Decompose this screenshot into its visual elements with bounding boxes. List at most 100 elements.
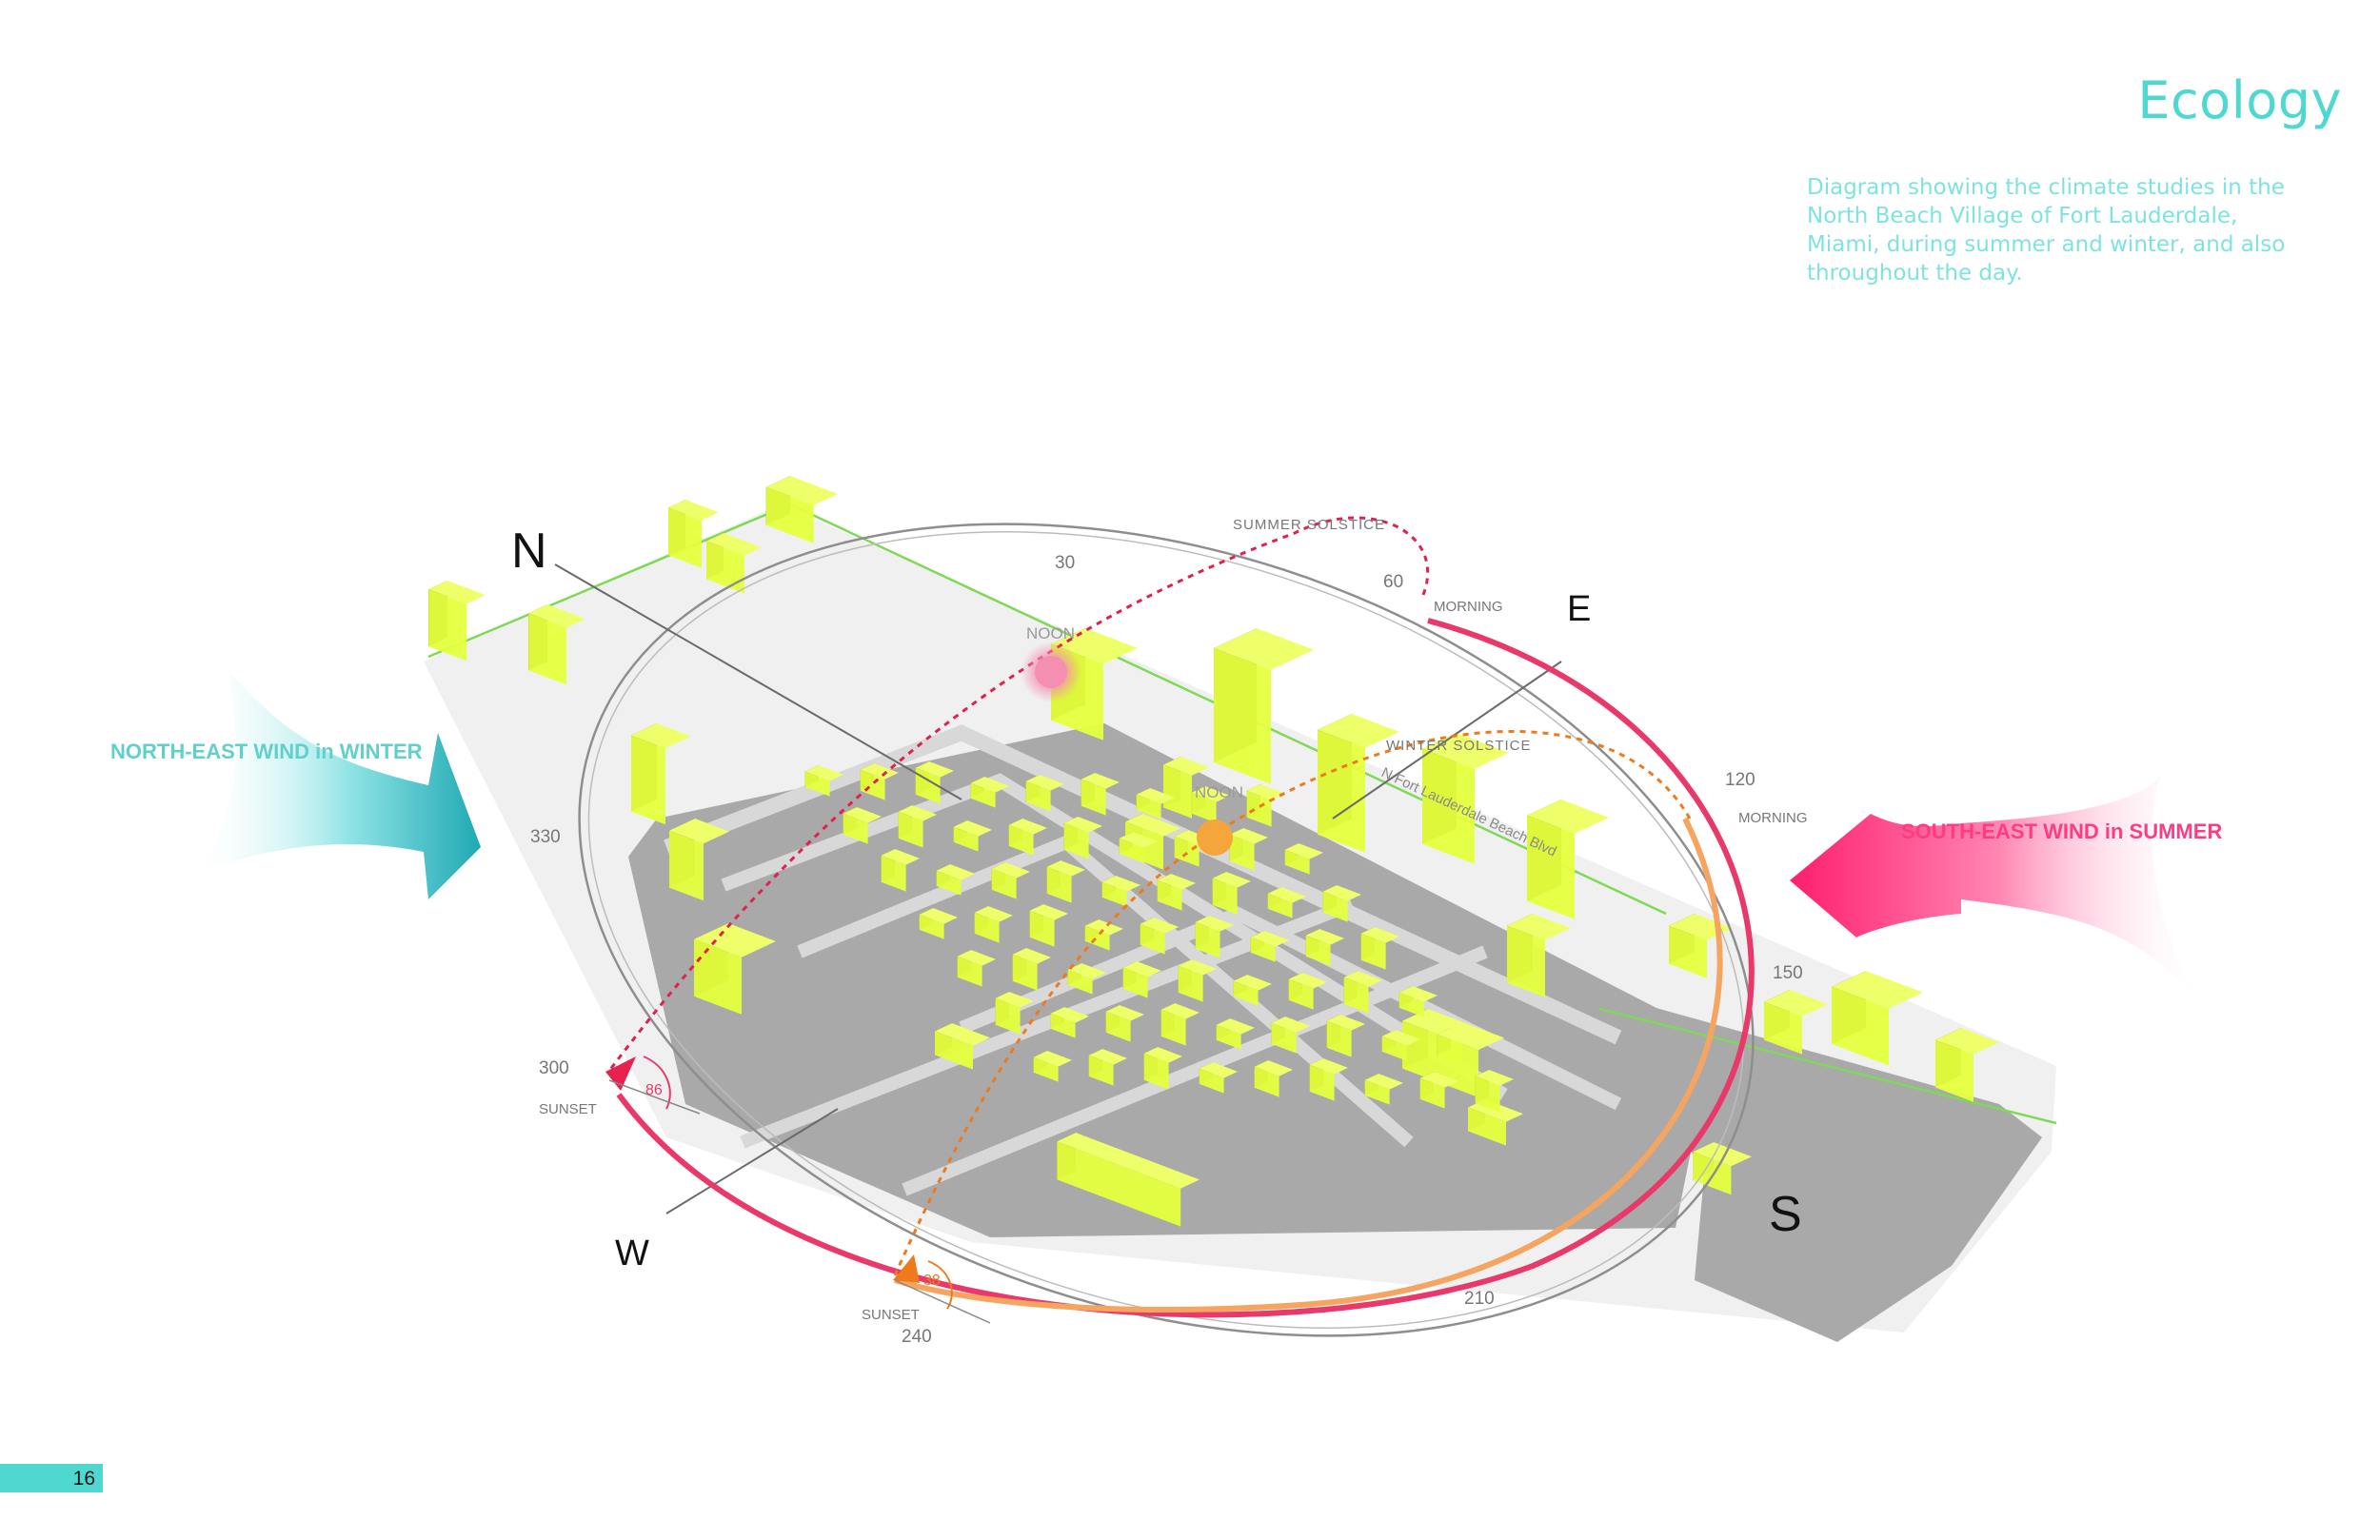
building-face bbox=[1364, 1079, 1390, 1105]
building-roof bbox=[804, 765, 843, 781]
east-axis-line bbox=[1332, 661, 1562, 819]
building-face bbox=[1343, 977, 1369, 1014]
building-roof bbox=[1063, 817, 1102, 833]
building-roof bbox=[1214, 628, 1314, 670]
degree-label: 60 bbox=[1383, 572, 1403, 592]
building-face bbox=[1402, 1020, 1478, 1097]
description-line: Diagram showing the climate studies in t… bbox=[1807, 175, 2285, 200]
building-face bbox=[1195, 921, 1220, 958]
building-roof bbox=[974, 906, 1013, 922]
building-face bbox=[957, 956, 982, 987]
building-face bbox=[1475, 1076, 1500, 1113]
building-roof bbox=[1288, 973, 1327, 989]
winter-sunset-arrow bbox=[893, 1254, 920, 1283]
building-face bbox=[1229, 834, 1255, 871]
building-face bbox=[1284, 849, 1310, 875]
page-description: Diagram showing the climate studies in t… bbox=[1807, 173, 2307, 287]
building-face bbox=[919, 914, 944, 939]
building-roof bbox=[1284, 843, 1323, 859]
winter-sunset-label: SUNSET bbox=[862, 1307, 920, 1323]
winter-sun-path bbox=[894, 817, 1723, 1313]
building-face bbox=[1063, 822, 1089, 859]
building-roof bbox=[1081, 773, 1120, 789]
building-face bbox=[881, 855, 906, 892]
compass-west-label: W bbox=[615, 1234, 649, 1273]
building-face bbox=[668, 507, 702, 568]
building-roof bbox=[936, 864, 975, 880]
building-roof bbox=[1271, 1017, 1310, 1033]
building-roof bbox=[1507, 914, 1571, 940]
building-roof bbox=[765, 476, 838, 505]
building-face bbox=[1233, 980, 1259, 1006]
summer-sunset-arrow bbox=[605, 1056, 636, 1091]
building-face bbox=[1309, 1064, 1335, 1101]
building-face bbox=[1214, 648, 1271, 784]
building-face bbox=[1250, 937, 1276, 962]
building-face bbox=[1136, 794, 1161, 819]
building-roof bbox=[1343, 971, 1382, 987]
building-roof bbox=[1216, 1018, 1255, 1035]
building-face bbox=[1246, 790, 1272, 827]
description-line: throughout the day. bbox=[1807, 261, 2023, 286]
building-face bbox=[1381, 1036, 1407, 1061]
building-roof bbox=[843, 807, 882, 823]
building-roof bbox=[1475, 1070, 1514, 1086]
building-roof bbox=[428, 581, 486, 604]
building-face bbox=[1178, 965, 1203, 1002]
building-roof bbox=[1119, 832, 1158, 848]
building-face bbox=[1050, 1013, 1076, 1038]
building-roof bbox=[1250, 931, 1289, 947]
building-roof bbox=[1088, 1049, 1127, 1065]
building-face bbox=[706, 541, 744, 594]
building-face bbox=[1122, 967, 1148, 998]
degree-label: 330 bbox=[530, 827, 561, 847]
building-face bbox=[1254, 1066, 1279, 1097]
building-face bbox=[970, 782, 996, 808]
building-face bbox=[1081, 779, 1106, 816]
building-roof bbox=[953, 820, 992, 837]
building-roof bbox=[1025, 775, 1064, 791]
page-number-tab: 16 bbox=[0, 1464, 103, 1492]
degree-label: 150 bbox=[1773, 963, 1803, 983]
building-face bbox=[1322, 891, 1348, 922]
building-roof bbox=[1033, 1051, 1072, 1067]
building-roof bbox=[1051, 628, 1138, 664]
building-face bbox=[1163, 764, 1192, 819]
summer-wind-label: SOUTH-EAST WIND in SUMMER bbox=[1901, 819, 2222, 843]
winter-wind-label: NORTH-EAST WIND in WINTER bbox=[110, 740, 423, 763]
building-roof bbox=[1157, 874, 1196, 890]
page-title: Ecology bbox=[2137, 70, 2342, 130]
building-face bbox=[995, 997, 1021, 1035]
compass-south-label: S bbox=[1769, 1187, 1802, 1242]
winter-noon-label: NOON bbox=[1195, 783, 1243, 801]
winter-noon-sun bbox=[1197, 819, 1233, 856]
building-face bbox=[974, 912, 1000, 943]
building-face bbox=[1764, 1001, 1802, 1055]
building-roof bbox=[1318, 714, 1399, 748]
building-face bbox=[1029, 910, 1055, 947]
building-face bbox=[1212, 878, 1238, 915]
building-face bbox=[1199, 1068, 1224, 1094]
winter-wind-arrow bbox=[190, 671, 481, 899]
building-face bbox=[1267, 893, 1293, 918]
building-roof bbox=[915, 761, 954, 778]
building-roof bbox=[1364, 1074, 1403, 1090]
building-roof bbox=[1143, 1047, 1182, 1063]
summer-sun-path bbox=[616, 618, 1755, 1318]
building-roof bbox=[935, 1023, 990, 1046]
building-face bbox=[1105, 1011, 1131, 1042]
building-face bbox=[1669, 925, 1707, 978]
building-roof bbox=[1254, 1060, 1293, 1076]
building-roof bbox=[1309, 1058, 1348, 1075]
building-face bbox=[804, 771, 830, 797]
building-face bbox=[1012, 954, 1038, 991]
building-face bbox=[1067, 969, 1093, 995]
compass-east-label: E bbox=[1567, 589, 1591, 629]
summer-morning-label: MORNING bbox=[1434, 599, 1503, 615]
building-face bbox=[1437, 1034, 1462, 1065]
building-face bbox=[1119, 838, 1144, 863]
degree-label: 120 bbox=[1725, 770, 1755, 790]
building-roof bbox=[1764, 990, 1828, 1017]
building-roof bbox=[881, 849, 920, 865]
building-roof bbox=[1067, 963, 1106, 979]
